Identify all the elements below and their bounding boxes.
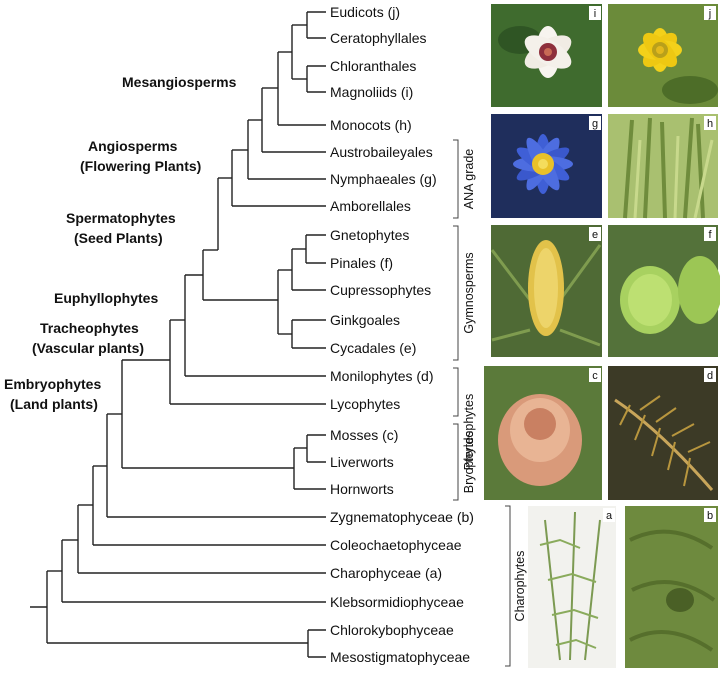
photo-label: e (592, 229, 598, 241)
photo-b-algae-mat: b (625, 506, 718, 668)
photo-e-cycad-cone: e (490, 225, 602, 357)
photo-f-pine-cones: f (608, 225, 720, 357)
taxon-label: Charophyceae (a) (330, 565, 442, 581)
taxon-label: Eudicots (j) (330, 4, 400, 20)
clade-embryophytes-common: (Land plants) (10, 396, 98, 412)
photo-label: d (707, 370, 713, 382)
taxon-label: Coleochaetophyceae (330, 537, 462, 553)
taxa-labels: Eudicots (j) Ceratophyllales Chloranthal… (330, 4, 474, 665)
taxon-label: Cycadales (e) (330, 340, 416, 356)
taxon-label: Nymphaeales (g) (330, 171, 437, 187)
group-ana: ANA grade (462, 149, 476, 210)
clade-embryophytes: Embryophytes (4, 376, 101, 392)
taxon-label: Cupressophytes (330, 282, 431, 298)
group-charophytes: Charophytes (513, 551, 527, 622)
phylogenetic-tree (30, 11, 326, 658)
taxon-label: Ginkgoales (330, 312, 400, 328)
taxon-label: Klebsormidiophyceae (330, 594, 464, 610)
photo-label: a (606, 510, 613, 522)
taxon-label: Liverworts (330, 454, 394, 470)
charophytes-bracket (505, 505, 511, 667)
taxon-label: Hornworts (330, 481, 394, 497)
group-bryophytes: Bryophytes (462, 431, 476, 494)
clade-spermatophytes-common: (Seed Plants) (74, 230, 163, 246)
taxon-label: Lycophytes (330, 396, 400, 412)
clade-tracheophytes-common: (Vascular plants) (32, 340, 144, 356)
clade-euphyllophytes: Euphyllophytes (54, 290, 158, 306)
taxon-label: Monilophytes (d) (330, 368, 434, 384)
taxon-label: Amborellales (330, 198, 411, 214)
photo-h-grass: h (608, 114, 718, 219)
taxon-label: Zygnematophyceae (b) (330, 509, 474, 525)
photo-label: c (592, 370, 598, 382)
taxon-label: Monocots (h) (330, 117, 412, 133)
group-brackets (453, 139, 511, 667)
clade-labels: Mesangiosperms Angiosperms (Flowering Pl… (4, 74, 237, 412)
photo-label: f (708, 229, 712, 241)
photo-g-water-lily: g (491, 114, 602, 218)
photo-j-buttercup: j (608, 4, 718, 107)
group-gymnosperms: Gymnosperms (462, 252, 476, 333)
group-pteridophytes: Pteridophytes (462, 394, 476, 470)
taxon-label: Chlorokybophyceae (330, 622, 454, 638)
photo-panels: i j (484, 4, 720, 668)
gymnosperms-bracket (453, 225, 459, 361)
taxon-label: Mesostigmatophyceae (330, 649, 470, 665)
photo-label: h (707, 118, 713, 130)
bryophytes-bracket (453, 423, 459, 501)
photo-label: g (592, 118, 598, 130)
taxon-label: Magnoliids (i) (330, 84, 413, 100)
taxon-label: Ceratophyllales (330, 30, 427, 46)
clade-mesangiosperms: Mesangiosperms (122, 74, 237, 90)
photo-a-chara: a (528, 506, 616, 668)
group-labels: ANA grade Gymnosperms Pteridophytes Bryo… (462, 149, 527, 622)
taxon-label: Mosses (c) (330, 427, 398, 443)
photo-d-fern: d (608, 366, 718, 500)
photo-label: i (594, 8, 596, 20)
clade-spermatophytes: Spermatophytes (66, 210, 176, 226)
clade-angiosperms: Angiosperms (88, 138, 178, 154)
taxon-label: Gnetophytes (330, 227, 409, 243)
photo-c-moss: c (484, 366, 602, 500)
clade-tracheophytes: Tracheophytes (40, 320, 139, 336)
photo-label: j (708, 8, 711, 20)
photo-i-magnolia: i (491, 4, 602, 107)
ana-bracket (453, 139, 459, 219)
pteridophytes-bracket (453, 367, 459, 417)
taxon-label: Chloranthales (330, 58, 416, 74)
photo-label: b (707, 510, 713, 522)
taxon-label: Austrobaileyales (330, 144, 433, 160)
taxon-label: Pinales (f) (330, 255, 393, 271)
clade-angiosperms-common: (Flowering Plants) (80, 158, 201, 174)
